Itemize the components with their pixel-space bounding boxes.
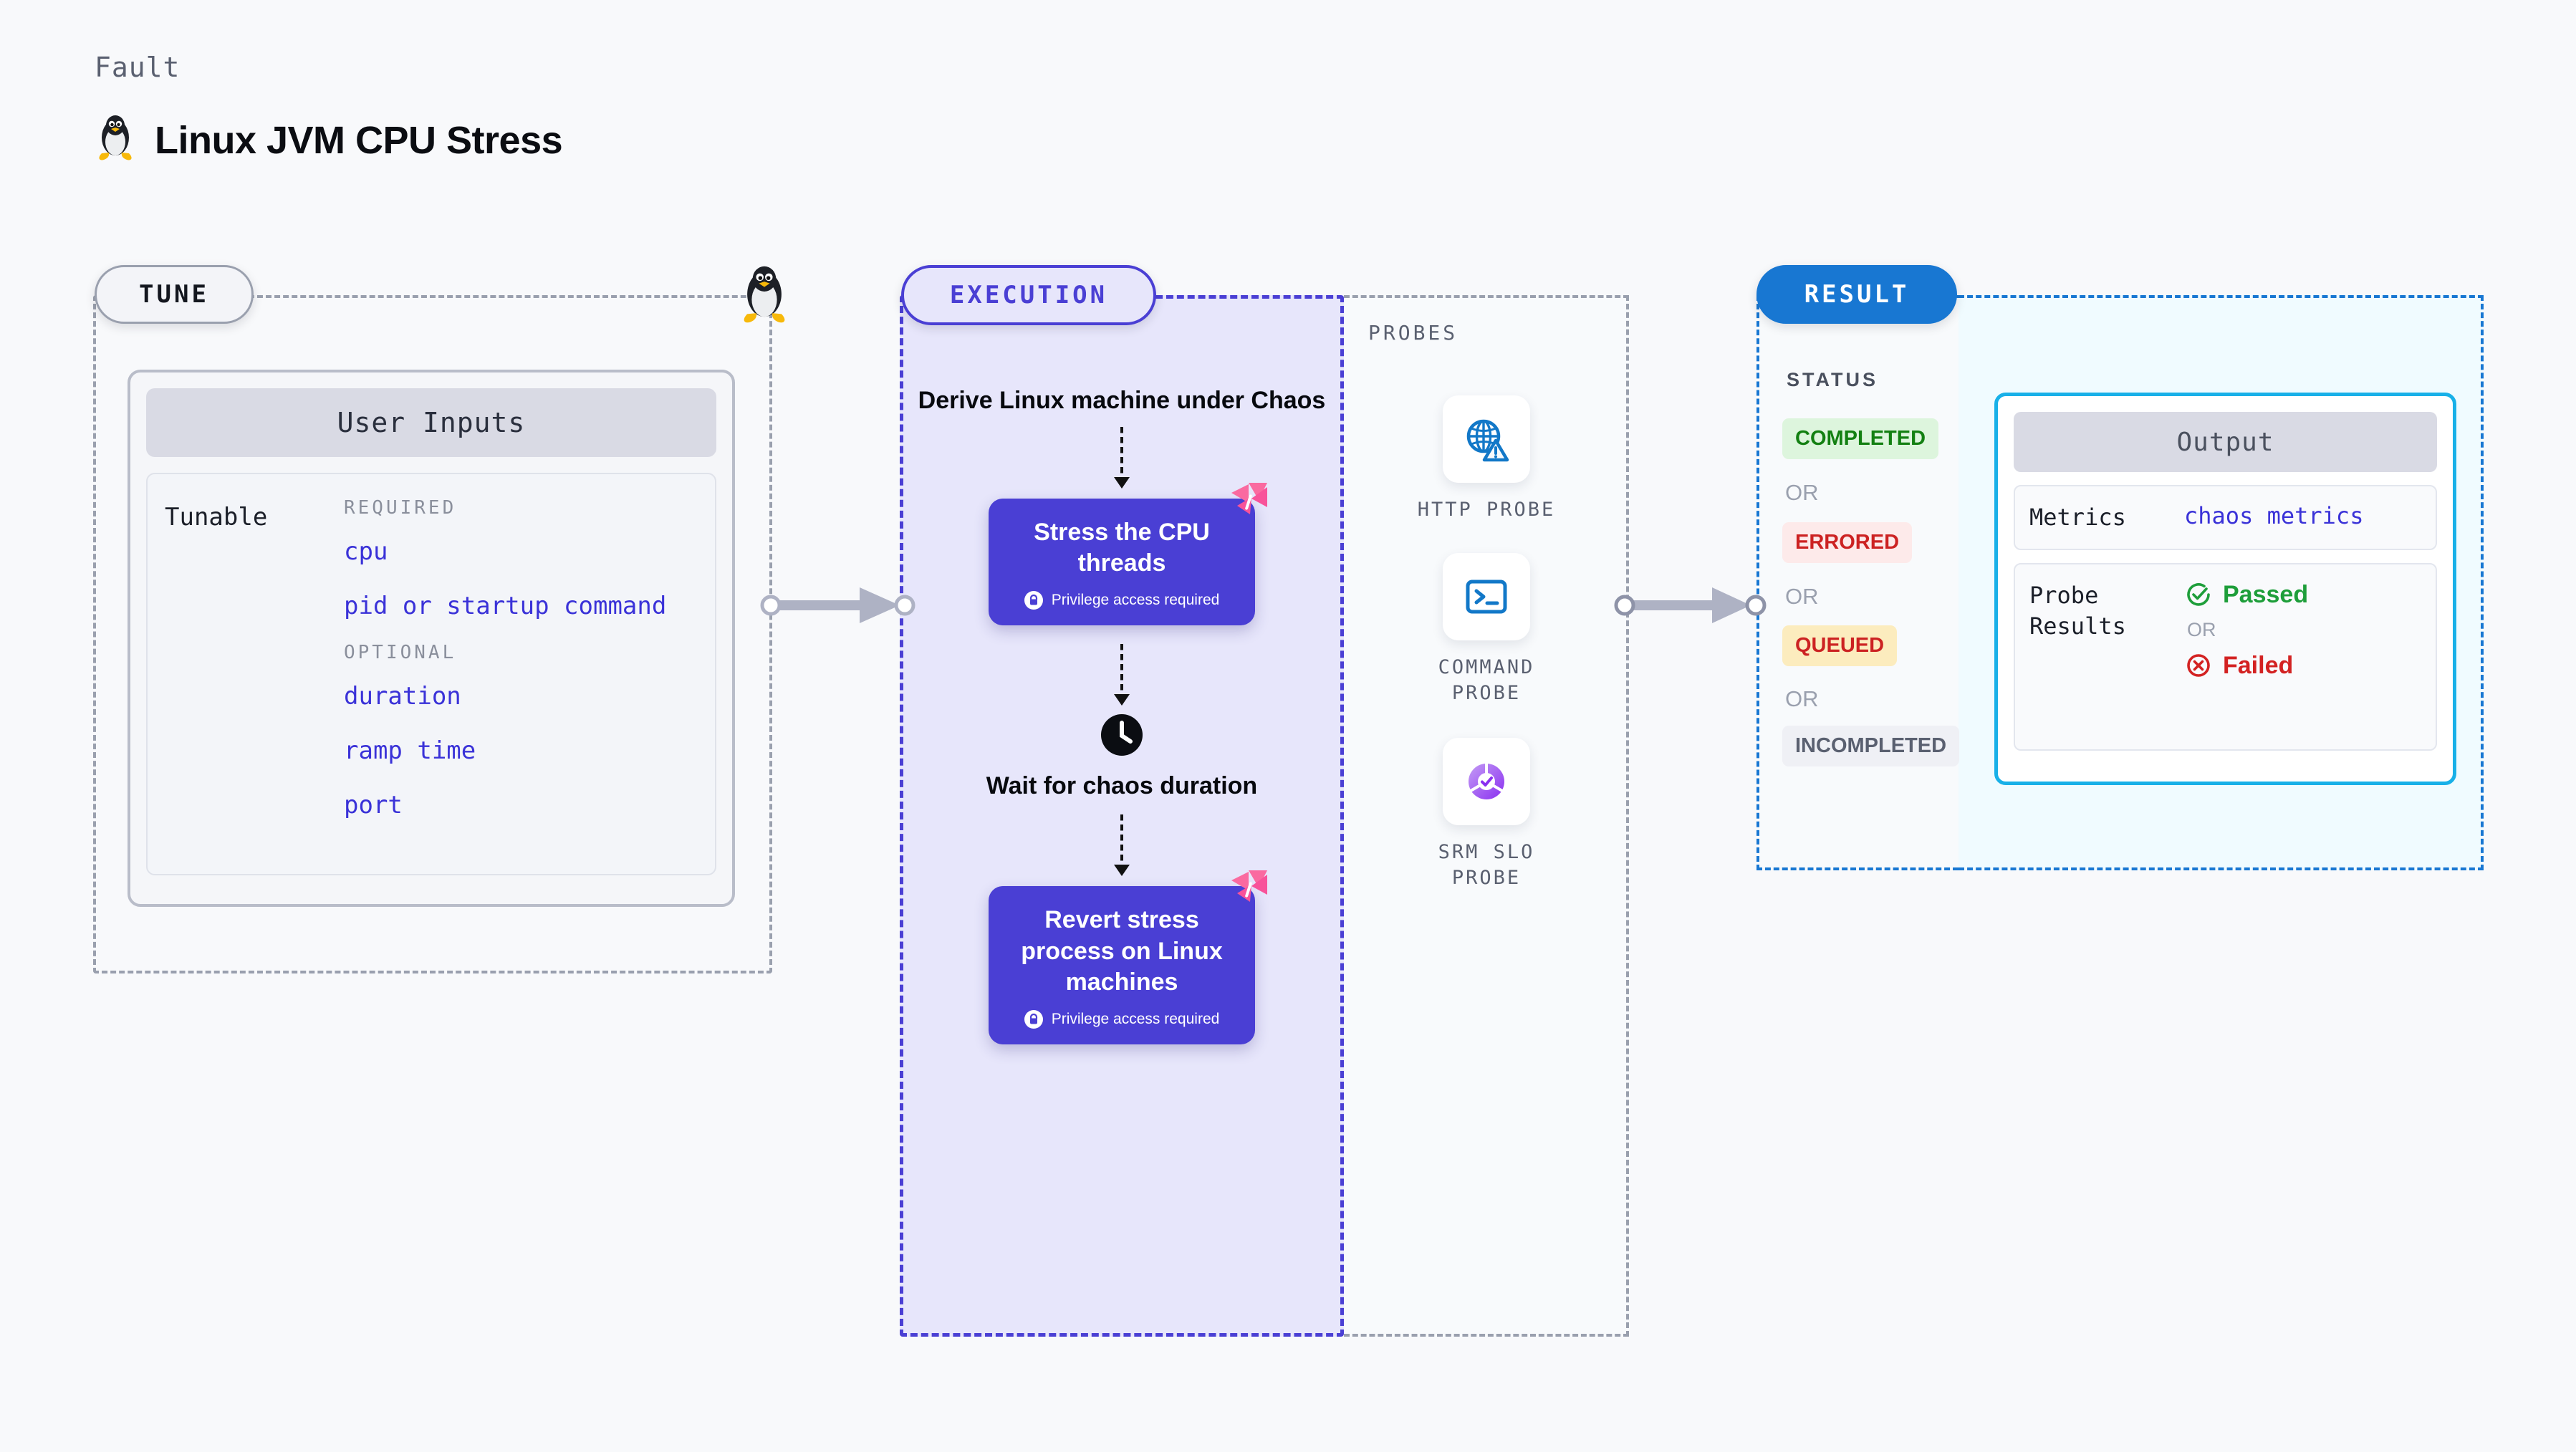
privilege-text: Privilege access required [1051, 1010, 1220, 1027]
tunable-label: Tunable [165, 503, 268, 532]
flow-step-derive-machine: Derive Linux machine under Chaos [918, 387, 1326, 414]
probe-result-failed: Failed [2184, 651, 2308, 680]
probes-title: PROBES [1368, 321, 1458, 345]
terminal-icon [1443, 553, 1530, 640]
probe-results-values: Passed OR Failed [2184, 580, 2308, 734]
status-badge-errored: ERRORED [1782, 522, 1913, 563]
user-inputs-title: User Inputs [146, 388, 716, 457]
probe-label: SRM SLO PROBE [1438, 841, 1535, 890]
status-or-3: OR [1785, 686, 1819, 711]
group-title-required: REQUIRED [344, 497, 457, 519]
status-or-2: OR [1785, 584, 1819, 609]
flow-arrow-1 [1120, 426, 1123, 480]
output-card: Output Metrics chaos metrics Probe Resul… [1994, 393, 2456, 785]
status-title: STATUS [1787, 369, 1878, 390]
linux-penguin-node-icon [738, 264, 791, 330]
metrics-value[interactable]: chaos metrics [2184, 502, 2364, 529]
param-cpu[interactable]: cpu [344, 537, 388, 566]
flow-arrow-2 [1120, 643, 1123, 697]
probe-command[interactable]: COMMAND PROBE [1397, 553, 1576, 707]
slo-donut-check-icon [1443, 738, 1530, 825]
execution-badge[interactable]: EXECUTION [901, 265, 1156, 325]
probe-label: COMMAND PROBE [1438, 656, 1535, 705]
action-revert-stress-process[interactable]: Revert stress process on Linux machines … [989, 870, 1267, 1044]
output-title: Output [2014, 412, 2437, 472]
page-title-row: Linux JVM CPU Stress [95, 113, 563, 167]
probe-results-key: Probe Results [2029, 582, 2126, 640]
status-badge-queued: QUEUED [1782, 625, 1898, 666]
output-probe-results-row: Probe Results Passed OR Failed [2014, 563, 2437, 751]
tune-badge[interactable]: TUNE [95, 265, 254, 324]
action-stress-cpu-threads[interactable]: Stress the CPU threads Privilege access … [989, 482, 1267, 625]
probe-http[interactable]: HTTP PROBE [1397, 395, 1576, 523]
linux-penguin-icon [95, 113, 136, 167]
x-circle-icon [2187, 654, 2210, 677]
result-badge[interactable]: RESULT [1756, 265, 1957, 324]
probe-srm-slo[interactable]: SRM SLO PROBE [1397, 738, 1576, 892]
action-title: Stress the CPU threads [1034, 518, 1210, 577]
status-badge-completed: COMPLETED [1782, 418, 1939, 459]
status-badge-incompleted: INCOMPLETED [1782, 726, 1960, 766]
privilege-text: Privilege access required [1051, 591, 1220, 608]
param-port[interactable]: port [344, 791, 403, 819]
metrics-key: Metrics [2029, 504, 2126, 531]
probe-label: HTTP PROBE [1417, 499, 1556, 521]
probe-result-or: OR [2187, 619, 2216, 641]
failed-label: Failed [2223, 651, 2294, 679]
passed-label: Passed [2223, 580, 2309, 608]
lock-icon [1024, 590, 1043, 610]
privilege-row: Privilege access required [1001, 590, 1242, 610]
probe-result-passed: Passed [2184, 580, 2308, 609]
tunable-body: Tunable REQUIRED cpu pid or startup comm… [146, 473, 716, 875]
result-section-panel [1756, 295, 1959, 870]
globe-warning-icon [1443, 395, 1530, 483]
tune-section-panel [93, 295, 772, 973]
chaos-pinwheel-icon [1231, 482, 1267, 514]
param-ramp-time[interactable]: ramp time [344, 736, 476, 765]
clock-icon [1100, 713, 1144, 761]
page-title: Linux JVM CPU Stress [155, 118, 563, 162]
connector-tune-to-execution [760, 587, 915, 623]
flow-step-wait-duration: Wait for chaos duration [986, 771, 1258, 799]
lock-icon [1024, 1009, 1043, 1029]
tunable-params: REQUIRED cpu pid or startup command OPTI… [344, 494, 698, 854]
param-pid-or-startup-command[interactable]: pid or startup command [344, 592, 667, 620]
page-kicker: Fault [95, 52, 181, 83]
status-or-1: OR [1785, 480, 1819, 505]
group-title-optional: OPTIONAL [344, 642, 457, 663]
output-metrics-row: Metrics chaos metrics [2014, 485, 2437, 551]
check-circle-icon [2187, 583, 2210, 606]
chaos-pinwheel-icon [1231, 870, 1267, 903]
action-title: Revert stress process on Linux machines [1021, 906, 1223, 996]
privilege-row: Privilege access required [1001, 1009, 1242, 1029]
execution-flow: Derive Linux machine under Chaos Stress … [900, 295, 1344, 1337]
param-duration[interactable]: duration [344, 682, 461, 711]
connector-execution-to-result [1614, 587, 1767, 623]
flow-arrow-3 [1120, 814, 1123, 868]
user-inputs-card: User Inputs Tunable REQUIRED cpu pid or … [128, 370, 735, 907]
